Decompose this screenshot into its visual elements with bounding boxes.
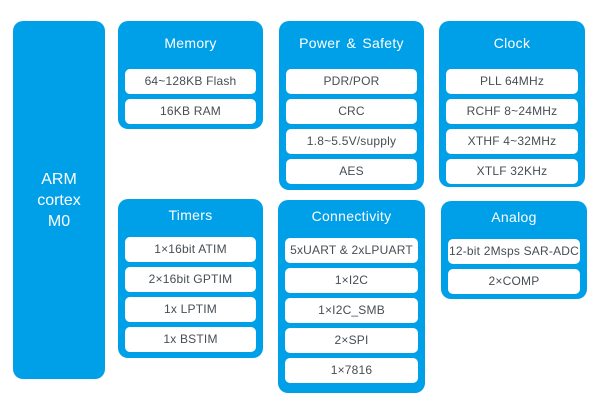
memory-item: 16KB RAM	[125, 99, 256, 124]
cpu-label-line: cortex	[37, 191, 81, 209]
connectivity-item: 1×I2C_SMB	[285, 298, 418, 323]
power-safety-item: CRC	[286, 99, 417, 124]
power-safety-item: 1.8~5.5V/supply	[286, 129, 417, 154]
memory-title: Memory	[164, 35, 217, 51]
cpu-label-line: M0	[47, 212, 71, 230]
block-connectivity: Connectivity 5xUART & 2xLPUART 1×I2C 1×I…	[278, 200, 425, 393]
connectivity-item: 5xUART & 2xLPUART	[285, 238, 418, 263]
analog-title: Analog	[491, 209, 537, 225]
analog-item: 12-bit 2Msps SAR-ADC	[448, 239, 580, 264]
block-power-safety: Power & Safety PDR/POR CRC 1.8~5.5V/supp…	[279, 21, 424, 190]
cpu-block: ARM cortex M0	[13, 21, 105, 379]
clock-item: PLL 64MHz	[446, 69, 578, 94]
timers-item: 2×16bit GPTIM	[125, 267, 256, 292]
connectivity-item: 1×7816	[285, 358, 418, 383]
memory-item: 64~128KB Flash	[125, 69, 256, 94]
clock-title: Clock	[493, 35, 531, 51]
block-timers: Timers 1×16bit ATIM 2×16bit GPTIM 1x LPT…	[118, 199, 263, 358]
block-clock: Clock PLL 64MHz RCHF 8~24MHz XTHF 4~32MH…	[439, 21, 585, 187]
power-safety-item: PDR/POR	[286, 69, 417, 94]
block-memory: Memory 64~128KB Flash 16KB RAM	[118, 21, 263, 129]
timers-item: 1x BSTIM	[125, 327, 256, 352]
clock-item: RCHF 8~24MHz	[446, 99, 578, 124]
clock-item: XTLF 32KHz	[446, 159, 578, 184]
connectivity-item: 2×SPI	[285, 328, 418, 353]
connectivity-title: Connectivity	[311, 208, 392, 224]
clock-item: XTHF 4~32MHz	[446, 129, 578, 154]
timers-item: 1×16bit ATIM	[125, 237, 256, 262]
timers-title: Timers	[168, 207, 213, 223]
power-safety-title: Power & Safety	[299, 35, 404, 51]
connectivity-item: 1×I2C	[285, 268, 418, 293]
analog-item: 2×COMP	[448, 269, 580, 294]
cpu-label-line: ARM	[41, 170, 77, 188]
timers-item: 1x LPTIM	[125, 297, 256, 322]
power-safety-item: AES	[286, 159, 417, 184]
block-analog: Analog 12-bit 2Msps SAR-ADC 2×COMP	[441, 201, 587, 299]
